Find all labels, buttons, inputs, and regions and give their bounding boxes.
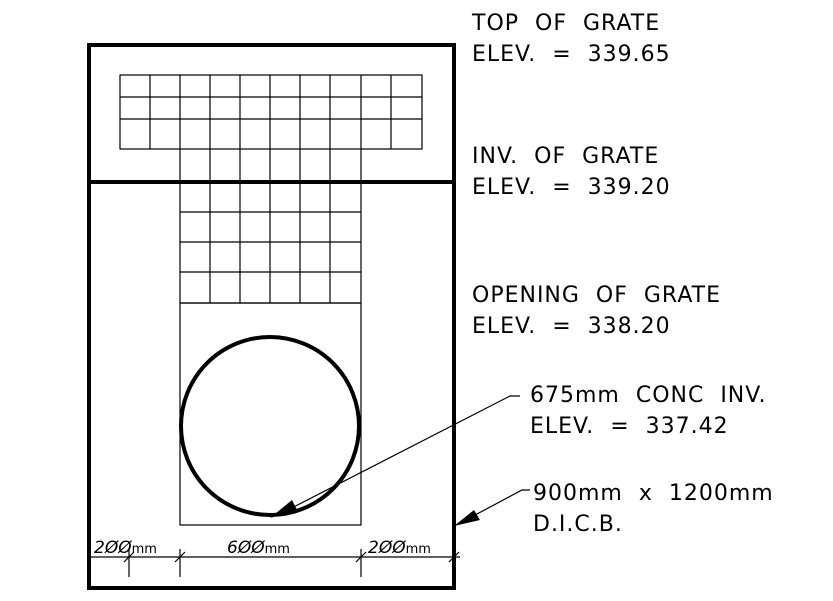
- dimension-left: 2ØØmm: [94, 538, 157, 558]
- opening-of-grate-label: OPENING OF GRATE: [472, 283, 721, 308]
- pipe-leader: [270, 395, 520, 518]
- catch-basin-label: 900mm x 1200mm: [533, 481, 774, 506]
- top-of-grate-label: TOP OF GRATE: [471, 11, 660, 36]
- grate-grid-lower: [179, 149, 362, 304]
- pipe-elev: ELEV. = 337.42: [530, 414, 729, 439]
- grate-grid-upper: [119, 74, 423, 150]
- top-of-grate-elev: ELEV. = 339.65: [472, 42, 671, 67]
- basin-outline: [87, 43, 456, 590]
- dimension-right: 2ØØmm: [368, 538, 431, 558]
- pipe-label: 675mm CONC INV.: [530, 383, 766, 408]
- opening-of-grate-elev: ELEV. = 338.20: [472, 314, 671, 339]
- dimension-center: 6ØØmm: [227, 538, 290, 558]
- catch-basin-leader: [454, 489, 530, 526]
- concrete-pipe: [179, 335, 361, 517]
- inv-of-grate-label: INV. OF GRATE: [472, 144, 659, 169]
- dimension-line: [89, 549, 460, 577]
- catch-basin-type: D.I.C.B.: [533, 512, 623, 537]
- inv-of-grate-elev: ELEV. = 339.20: [472, 175, 671, 200]
